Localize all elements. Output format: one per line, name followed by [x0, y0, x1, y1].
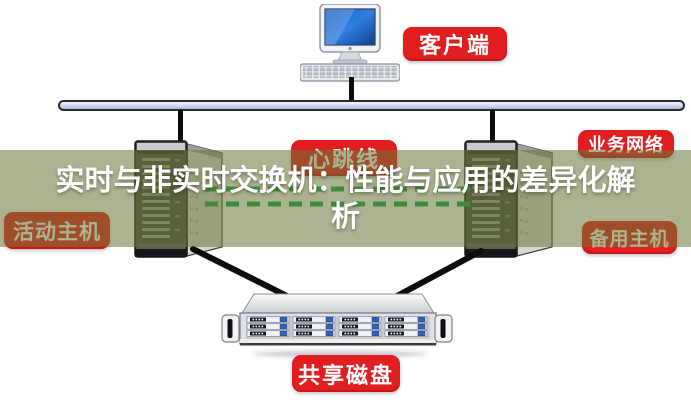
page-title: 实时与非实时交换机：性能与应用的差异化解 析 [0, 150, 691, 247]
active-host-connector-line [178, 110, 183, 141]
title-line-2: 析 [330, 200, 360, 233]
desktop-computer-icon [300, 4, 400, 82]
shared-disk-array-icon [220, 291, 454, 353]
standby-host-connector-line [490, 110, 495, 141]
network-bus-line [58, 100, 685, 111]
storage-shadow [252, 351, 428, 357]
title-banner-overlay [0, 150, 691, 247]
title-line-1: 实时与非实时交换机：性能与应用的差异化解 [55, 164, 636, 197]
client-label: 客户端 [403, 27, 507, 61]
shared-disk-label: 共享磁盘 [292, 355, 400, 392]
client-connector-line [349, 77, 354, 102]
